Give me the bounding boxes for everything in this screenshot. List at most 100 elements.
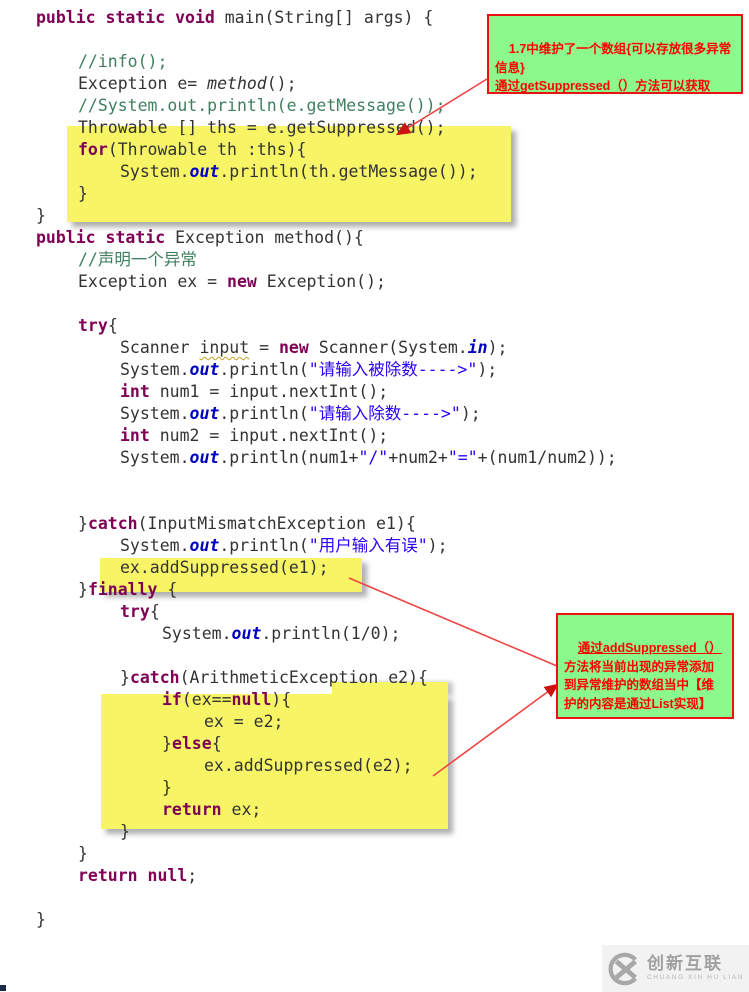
code-line: //声明一个异常 <box>0 249 617 271</box>
code-token: } <box>78 184 88 203</box>
code-token: return null <box>78 866 188 885</box>
code-token: main(String[] args) { <box>224 8 434 27</box>
code-line: try{ <box>0 601 617 623</box>
code-line: System.out.println("请输入除数---->"); <box>0 403 617 425</box>
highlight-box-addsuppressed-e1 <box>100 558 362 592</box>
code-token: "请输入除数---->" <box>308 404 461 423</box>
code-line: }else{ <box>0 733 617 755</box>
code-token: Exception method(){ <box>175 228 364 247</box>
code-token: (Throwable th :ths){ <box>107 140 307 159</box>
cx-logo-icon <box>608 952 637 985</box>
code-line: int num2 = input.nextInt(); <box>0 425 617 447</box>
code-line: Exception e= method(); <box>0 73 617 95</box>
code-line <box>0 887 617 909</box>
code-token: finally <box>87 580 158 599</box>
code-token: out <box>231 624 262 643</box>
code-token: int <box>120 426 150 445</box>
callout-note-addsuppressed: 通过addSuppressed（）方法将当前出现的异常添加到异常维护的数组当中【… <box>556 613 734 719</box>
code-token: new <box>278 338 309 357</box>
code-line: } <box>0 777 617 799</box>
code-token: (); <box>266 74 297 93</box>
code-token: else <box>171 734 212 753</box>
code-line: return null; <box>0 865 617 887</box>
code-token: //System.out.println(e.getMessage()); <box>78 96 446 115</box>
watermark-subtitle: CHUANG XIN HU LIAN <box>646 974 745 982</box>
code-token: return <box>162 800 222 819</box>
code-token: } <box>162 778 172 797</box>
code-token: ); <box>427 536 448 555</box>
code-line: } <box>0 821 617 843</box>
code-token: //声明一个异常 <box>78 250 197 269</box>
code-token: try <box>120 602 150 621</box>
code-token: System. <box>120 404 190 423</box>
code-token: for <box>78 140 108 159</box>
code-token: num1 = input.nextInt(); <box>149 382 389 401</box>
code-token: = <box>249 338 279 357</box>
code-line: }catch(InputMismatchException e1){ <box>0 513 617 535</box>
code-token: out <box>189 360 220 379</box>
code-line <box>0 645 617 667</box>
code-token: .println( <box>219 404 309 423</box>
code-token: "用户输入有误" <box>308 536 428 555</box>
code-line: } <box>0 183 617 205</box>
code-token: System. <box>120 448 190 467</box>
code-token: ); <box>460 404 481 423</box>
code-line: }catch(ArithmeticException e2){ <box>0 667 617 689</box>
code-token: out <box>189 404 220 423</box>
watermark-name: 创新互联 <box>646 954 723 974</box>
code-line: ex.addSuppressed(e1); <box>0 557 617 579</box>
code-line: System.out.println(1/0); <box>0 623 617 645</box>
code-token: ); <box>487 338 508 357</box>
code-token: Scanner(System. <box>308 338 468 357</box>
code-token: num2 = input.nextInt(); <box>149 426 389 445</box>
code-line: } <box>0 909 617 931</box>
code-token: ex = e2; <box>204 712 284 731</box>
code-token: out <box>189 536 220 555</box>
code-line: System.out.println("用户输入有误"); <box>0 535 617 557</box>
code-line: System.out.println(th.getMessage()); <box>0 161 617 183</box>
code-token: Exception e= <box>78 74 208 93</box>
code-line: }finally { <box>0 579 617 601</box>
code-token: System. <box>120 162 190 181</box>
code-token: Exception ex = <box>78 272 228 291</box>
code-token: System. <box>120 536 190 555</box>
code-token: public static <box>36 228 176 247</box>
code-line: Throwable [] ths = e.getSuppressed(); <box>0 117 617 139</box>
code-token: method <box>207 74 267 93</box>
code-line: ex.addSuppressed(e2); <box>0 755 617 777</box>
code-token: { <box>107 316 118 335</box>
code-line: } <box>0 205 617 227</box>
callout-note2-line1: 通过addSuppressed（） <box>577 640 722 655</box>
code-token: .println( <box>219 536 309 555</box>
code-token: } <box>78 580 88 599</box>
code-token: //info(); <box>78 52 168 71</box>
code-token: (ex== <box>181 690 232 709</box>
code-token: out <box>189 162 220 181</box>
code-line <box>0 293 617 315</box>
code-token: } <box>78 514 88 533</box>
code-line: Scanner input = new Scanner(System.in); <box>0 337 617 359</box>
code-line <box>0 491 617 513</box>
code-token: } <box>36 206 46 225</box>
code-line: for(Throwable th :ths){ <box>0 139 617 161</box>
code-block: public static void main(String[] args) {… <box>0 7 617 931</box>
code-token: null <box>231 690 272 709</box>
code-token: Throwable [] ths = e.getSuppressed(); <box>78 118 446 137</box>
watermark: 创新互联 CHUANG XIN HU LIAN <box>602 945 749 992</box>
code-token: .println(th.getMessage()); <box>219 162 478 181</box>
code-token: System. <box>120 360 190 379</box>
code-token: out <box>189 448 220 467</box>
code-line: Exception ex = new Exception(); <box>0 271 617 293</box>
code-token: { <box>149 602 160 621</box>
code-token: +num2+ <box>388 448 448 467</box>
code-line: int num1 = input.nextInt(); <box>0 381 617 403</box>
code-token: catch <box>129 668 180 687</box>
highlight-box-catch-strip <box>332 682 448 696</box>
callout-note1-text: 1.7中维护了一个数组{可以存放很多异常信息} 通过getSuppressed（… <box>495 41 732 94</box>
code-line: if(ex==null){ <box>0 689 617 711</box>
code-token: } <box>36 910 46 929</box>
code-token: { <box>157 580 178 599</box>
code-token: +(num1/num2)); <box>477 448 617 467</box>
code-token: } <box>120 822 130 841</box>
